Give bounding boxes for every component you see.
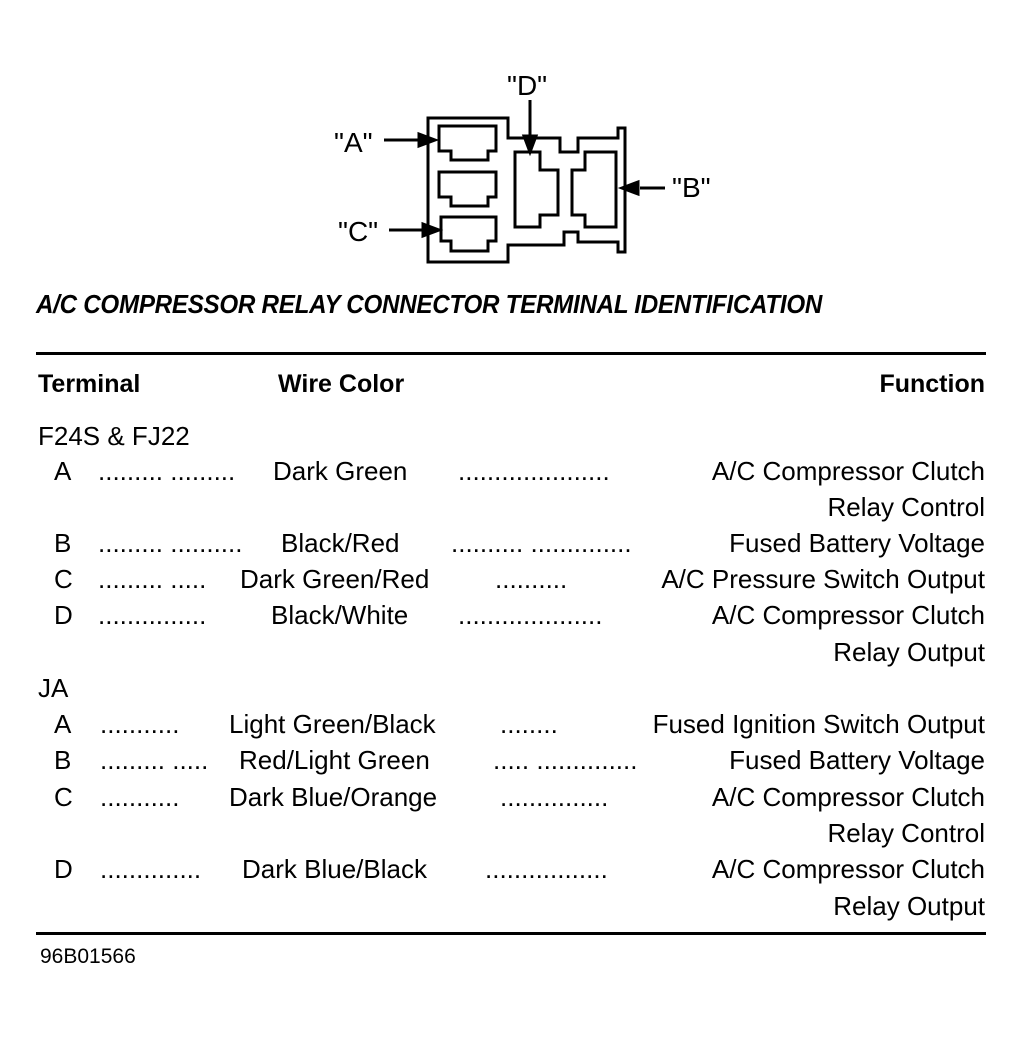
- wire-color: Black/Red: [281, 528, 400, 558]
- dot-leader: ...............: [98, 600, 207, 630]
- dot-leader: ......... .....: [100, 745, 209, 775]
- table-row: C ......... ..... Dark Green/Red .......…: [0, 564, 1023, 600]
- dot-leader: ..........: [495, 564, 568, 594]
- function-continued: Relay Control: [827, 492, 985, 522]
- table-row: D ............... Black/White ..........…: [0, 600, 1023, 636]
- dot-leader: ...............: [500, 782, 609, 812]
- dot-leader: .....................: [458, 456, 610, 486]
- group-title: JA: [38, 673, 69, 703]
- function-continued: Relay Output: [833, 891, 985, 921]
- terminal-id: B: [54, 745, 72, 775]
- cavity-a: [437, 124, 498, 162]
- wire-color: Light Green/Black: [229, 709, 436, 739]
- table-row: C ........... Dark Blue/Orange .........…: [0, 782, 1023, 818]
- terminal-id: D: [54, 854, 73, 884]
- connector-housing: [426, 116, 627, 264]
- function: A/C Compressor Clutch: [711, 600, 985, 630]
- cavity-c: [439, 215, 498, 253]
- terminal-id: A: [54, 456, 72, 486]
- figure-code: 96B01566: [40, 945, 136, 968]
- label-b: "B": [672, 172, 711, 203]
- divider-bottom: [36, 932, 986, 935]
- function: A/C Compressor Clutch: [711, 782, 985, 812]
- dot-leader: ...........: [100, 709, 180, 739]
- terminal-id: C: [54, 564, 73, 594]
- function-continued: Relay Control: [827, 818, 985, 848]
- cavity-d: [513, 150, 560, 229]
- divider-top: [36, 352, 986, 355]
- wire-color: Dark Blue/Orange: [229, 782, 438, 812]
- terminal-id: A: [54, 709, 72, 739]
- wire-color: Red/Light Green: [239, 745, 430, 775]
- table-row: A ......... ......... Dark Green .......…: [0, 456, 1023, 492]
- function-continued: Relay Output: [833, 637, 985, 667]
- connector-diagram: "A" "C" "D" "B": [320, 60, 740, 280]
- dot-leader: ......... .........: [98, 456, 236, 486]
- label-d: "D": [507, 70, 547, 101]
- header-function: Function: [879, 370, 985, 398]
- function: Fused Battery Voltage: [729, 745, 985, 775]
- group-title: F24S & FJ22: [38, 421, 190, 451]
- header-terminal: Terminal: [38, 370, 141, 398]
- dot-leader: ......... .....: [98, 564, 207, 594]
- wire-color: Dark Green: [273, 456, 408, 486]
- label-a: "A": [334, 127, 373, 158]
- terminal-id: D: [54, 600, 73, 630]
- function: A/C Pressure Switch Output: [661, 564, 985, 594]
- dot-leader: ..... ..............: [493, 745, 638, 775]
- terminal-id: B: [54, 528, 72, 558]
- dot-leader: ...........: [100, 782, 180, 812]
- label-c: "C": [338, 216, 378, 247]
- function: Fused Ignition Switch Output: [652, 709, 985, 739]
- function: A/C Compressor Clutch: [711, 854, 985, 884]
- dot-leader: ......... ..........: [98, 528, 243, 558]
- dot-leader: ....................: [458, 600, 603, 630]
- table-row: A ........... Light Green/Black ........…: [0, 709, 1023, 745]
- cavity-b: [570, 150, 618, 229]
- dot-leader: ..............: [100, 854, 202, 884]
- wire-color: Dark Blue/Black: [242, 854, 427, 884]
- header-wire-color: Wire Color: [278, 370, 405, 398]
- function: Fused Battery Voltage: [729, 528, 985, 558]
- dot-leader: .................: [485, 854, 608, 884]
- table-row: B ......... ..... Red/Light Green ..... …: [0, 745, 1023, 781]
- page-title: A/C COMPRESSOR RELAY CONNECTOR TERMINAL …: [36, 289, 823, 319]
- function: A/C Compressor Clutch: [711, 456, 985, 486]
- table-row: D .............. Dark Blue/Black .......…: [0, 854, 1023, 890]
- dot-leader: ........: [500, 709, 558, 739]
- dot-leader: .......... ..............: [451, 528, 632, 558]
- table-row: B ......... .......... Black/Red .......…: [0, 528, 1023, 564]
- cavity-middle: [437, 170, 498, 208]
- wire-color: Black/White: [271, 600, 409, 630]
- wire-color: Dark Green/Red: [240, 564, 430, 594]
- terminal-id: C: [54, 782, 73, 812]
